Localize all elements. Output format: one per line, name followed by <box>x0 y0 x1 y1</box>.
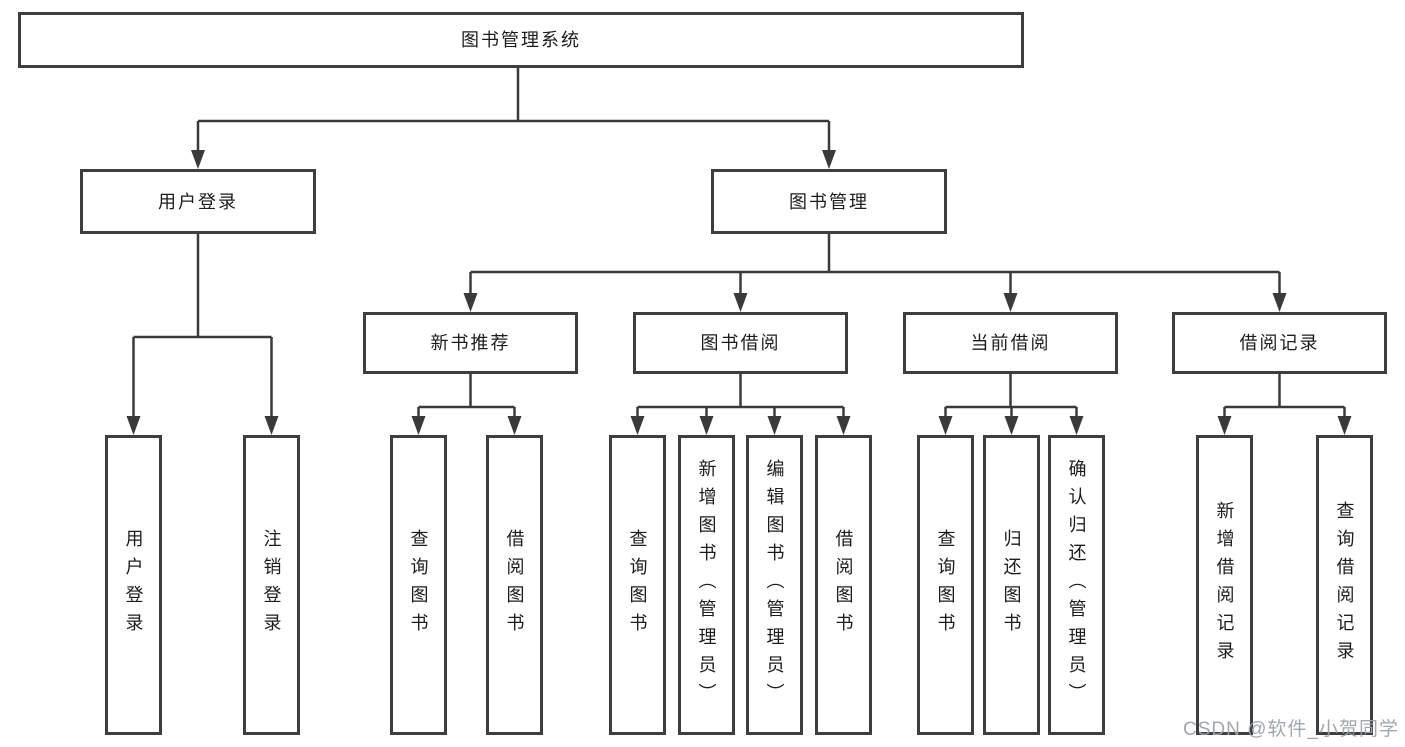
node-label: 借阅图书 <box>833 529 854 641</box>
node-borrowing-records: 借阅记录 <box>1172 312 1387 374</box>
node-user-login: 用户登录 <box>80 169 316 234</box>
arrowhead-icons <box>126 150 1352 435</box>
node-label: 新书推荐 <box>430 333 511 353</box>
node-label: 借阅记录 <box>1239 333 1320 353</box>
node-label: 编辑图书（管理员） <box>764 459 785 711</box>
node-label: 借阅图书 <box>504 529 525 641</box>
node-label: 用户登录 <box>123 529 144 641</box>
node-label: 归还图书 <box>1001 529 1022 641</box>
node-book-management: 图书管理 <box>711 169 947 234</box>
node-label: 新增图书（管理员） <box>696 459 717 711</box>
leaf-bb-edit-books-admin: 编辑图书（管理员） <box>746 435 803 735</box>
node-label: 查询图书 <box>935 529 956 641</box>
leaf-cb-return-books: 归还图书 <box>983 435 1040 735</box>
leaf-bb-borrow-books: 借阅图书 <box>815 435 872 735</box>
leaf-nbr-borrow-books: 借阅图书 <box>486 435 543 735</box>
node-label: 图书管理系统 <box>461 30 581 50</box>
leaf-cb-confirm-return-admin: 确认归还（管理员） <box>1048 435 1105 735</box>
node-label: 查询图书 <box>627 529 648 641</box>
node-new-book-recommendation: 新书推荐 <box>363 312 578 374</box>
node-label: 图书借阅 <box>700 333 781 353</box>
node-label: 用户登录 <box>158 191 238 212</box>
leaf-logout-login: 注销登录 <box>243 435 300 735</box>
leaf-bb-add-books-admin: 新增图书（管理员） <box>678 435 735 735</box>
leaf-user-login: 用户登录 <box>105 435 162 735</box>
node-label: 查询图书 <box>408 529 429 641</box>
node-label: 图书管理 <box>789 191 869 212</box>
node-current-borrowing: 当前借阅 <box>903 312 1118 374</box>
node-label: 新增借阅记录 <box>1214 501 1235 669</box>
node-label: 注销登录 <box>261 529 282 641</box>
node-library-management-system: 图书管理系统 <box>18 12 1024 68</box>
node-book-borrowing: 图书借阅 <box>633 312 848 374</box>
leaf-bb-query-books: 查询图书 <box>609 435 666 735</box>
csdn-watermark: CSDN @软件_小贺同学 <box>1183 719 1399 740</box>
leaf-br-add-borrow-record: 新增借阅记录 <box>1196 435 1253 735</box>
node-label: 查询借阅记录 <box>1334 501 1355 669</box>
leaf-br-query-borrow-record: 查询借阅记录 <box>1316 435 1373 735</box>
node-label: 确认归还（管理员） <box>1066 459 1087 711</box>
node-label: 当前借阅 <box>970 333 1051 353</box>
leaf-nbr-query-books: 查询图书 <box>390 435 447 735</box>
leaf-cb-query-books: 查询图书 <box>917 435 974 735</box>
